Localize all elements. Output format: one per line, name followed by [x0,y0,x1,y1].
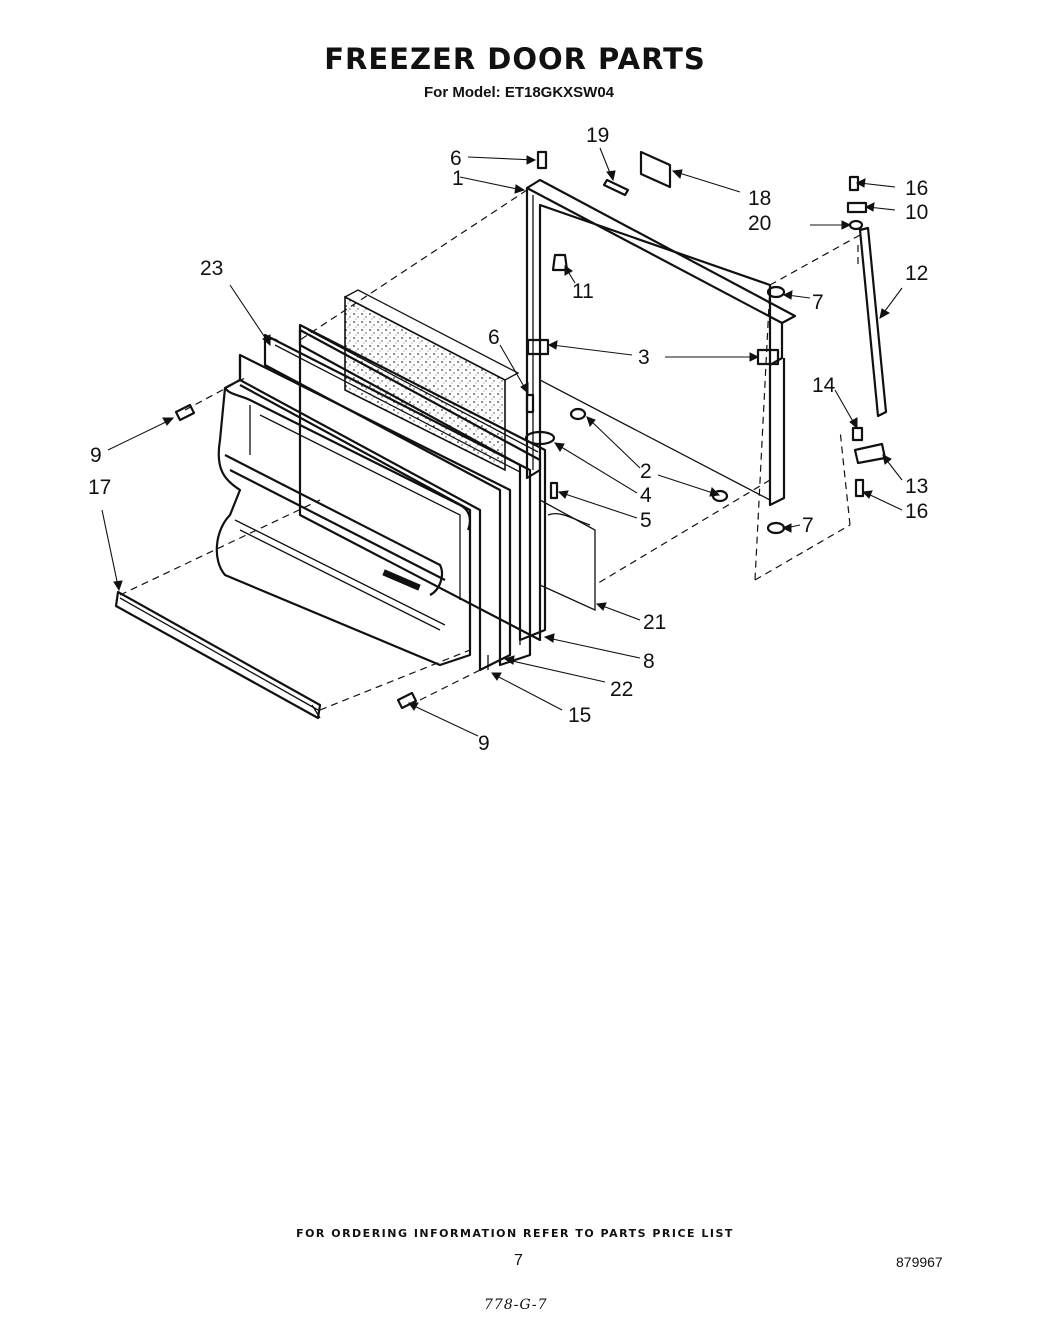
callout-label: 4 [640,484,652,507]
shelf-bar [114,590,322,720]
callout-label: 9 [478,732,490,755]
leader-lines [101,147,903,737]
callout-label: 19 [586,124,609,147]
ordering-note: FOR ORDERING INFORMATION REFER TO PARTS … [296,1227,734,1240]
callout-label: 21 [643,611,666,634]
door-frame [525,178,797,507]
callout-label: 12 [905,262,928,285]
callout-label: 6 [488,326,500,349]
callout-label: 15 [568,704,591,727]
callout-label: 23 [200,257,223,280]
handwritten-note: 778-G-7 [484,1297,548,1313]
callout-label: 13 [905,475,928,498]
callout-label: 11 [572,280,594,303]
callout-label: 3 [638,346,650,369]
callout-label: 20 [748,212,771,235]
alignment-lines [119,189,861,711]
callout-labels: 6 1 19 18 20 16 10 12 7 11 23 6 3 14 9 2… [88,124,928,755]
callout-label: 1 [452,167,464,190]
callout-label: 16 [905,177,928,200]
callout-label: 8 [643,650,655,673]
callout-label: 18 [748,187,771,210]
callout-label: 9 [90,444,102,467]
breaker-strip [298,323,547,642]
door-panel [298,328,596,642]
callout-label: 17 [88,476,111,499]
callout-label: 5 [640,509,652,532]
insulation-panel [344,289,520,472]
model-subtitle: For Model: ET18GKXSW04 [424,84,615,101]
inner-door-liner [215,353,512,672]
callout-label: 7 [802,514,814,537]
callout-label: 22 [610,678,633,701]
small-parts [174,150,888,710]
callout-label: 14 [812,374,836,397]
callout-label: 7 [812,291,824,314]
document-code: 879967 [896,1254,943,1270]
callout-label: 2 [640,460,652,483]
callout-label: 10 [905,201,928,224]
callout-label: 6 [450,147,462,170]
page-number: 7 [514,1252,523,1269]
page-title: FREEZER DOOR PARTS [324,42,706,76]
callout-label: 16 [905,500,928,523]
